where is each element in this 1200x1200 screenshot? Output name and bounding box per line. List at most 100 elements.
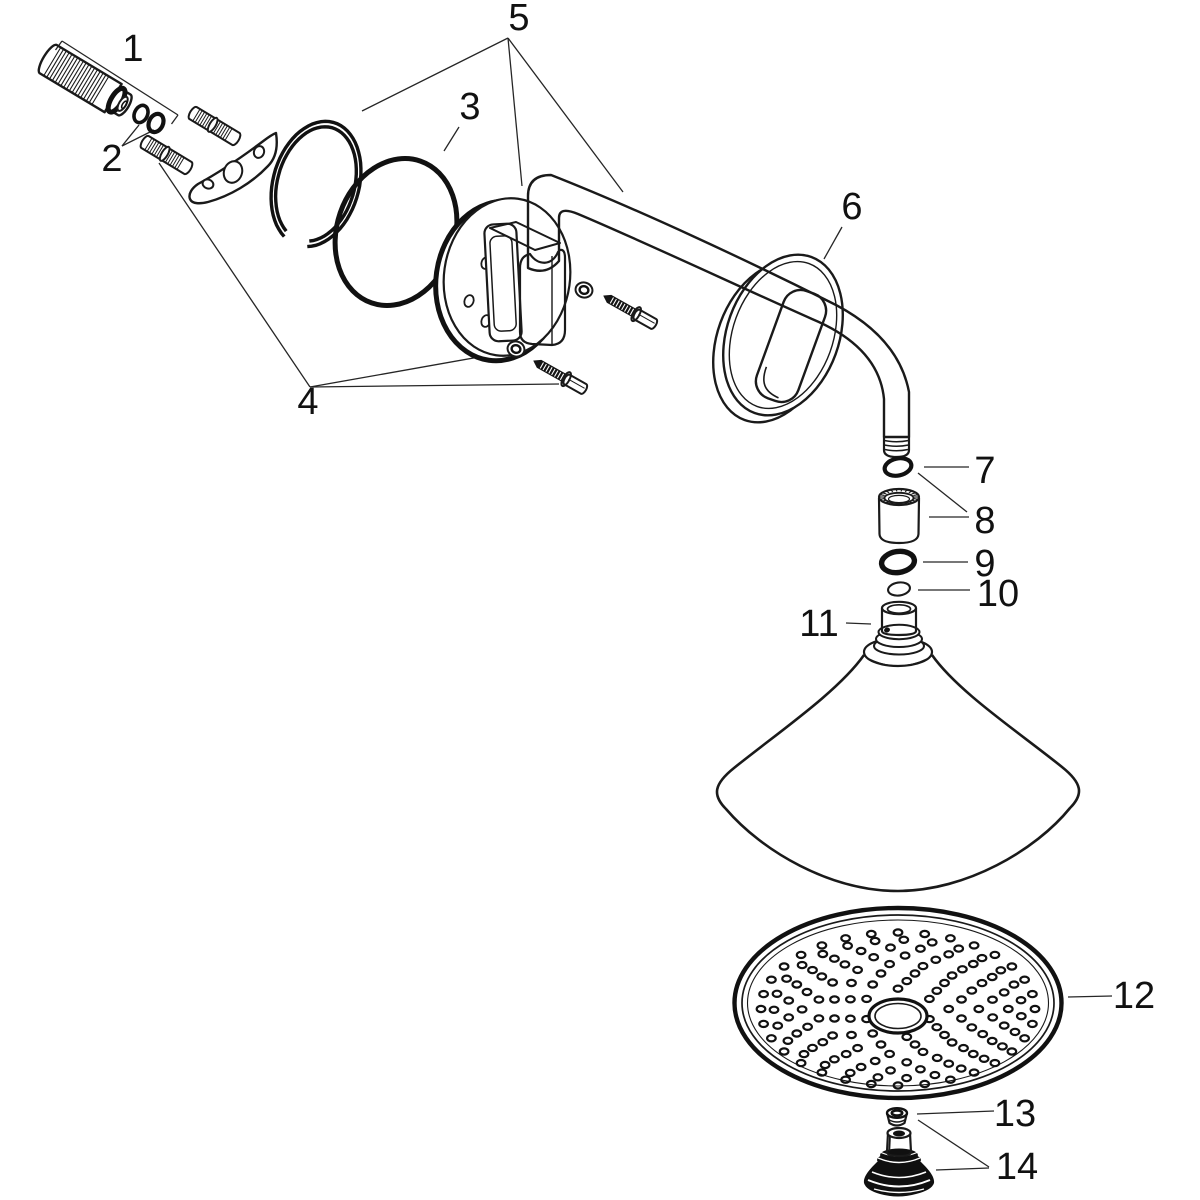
leader-part-13 (916, 1110, 995, 1115)
gasket-hole-center (222, 160, 244, 184)
arm-tip-thread-3 (884, 448, 909, 452)
escutcheon-bevel (728, 260, 838, 410)
stud-a-threads (192, 109, 233, 141)
wall-grommets (506, 281, 594, 358)
shower-head-body (715, 600, 1081, 893)
leader-part-1-tick-b (170, 114, 179, 125)
part-label-5: 5 (508, 0, 529, 39)
screw-lower-head (562, 373, 589, 395)
stud-a-collar (206, 116, 219, 133)
o-ring-7 (882, 456, 914, 478)
part-label-13: 13 (994, 1093, 1036, 1135)
leader-part-3 (443, 126, 460, 152)
stud-b-collar (158, 145, 171, 162)
nozzle-stem-hole (893, 1130, 905, 1137)
threaded-nipple (37, 43, 133, 117)
center-hole-outer (867, 997, 929, 1035)
washer-10 (887, 581, 911, 597)
o-ring-small-b (146, 111, 166, 135)
part-label-7: 7 (974, 450, 995, 492)
stud-b-threads (144, 138, 185, 170)
nozzle-insert-14 (863, 1126, 935, 1197)
leader-part-4-a (158, 162, 311, 388)
nozzle-stem (885, 1132, 913, 1158)
leader-part-1 (61, 40, 179, 116)
leader-part-5-b (507, 37, 523, 187)
part-label-8: 8 (974, 500, 995, 542)
screw-upper-head (632, 308, 659, 330)
mounting-studs (139, 105, 242, 176)
leader-part-12 (1067, 995, 1113, 998)
part-label-14: 14 (996, 1146, 1038, 1188)
seal-chain (877, 456, 921, 597)
grommet-upper (574, 281, 594, 299)
grommet-upper-inner (578, 284, 590, 296)
leader-part-5-c (507, 37, 624, 193)
sleeve-bore (887, 494, 911, 504)
escutcheon-hole-depth-line (763, 366, 779, 399)
spray-plate-rim-mid (741, 914, 1055, 1092)
split-ring-outer (269, 119, 363, 249)
leader-part-2-a (121, 124, 140, 147)
leader-part-8-a (917, 472, 968, 513)
clamp-block (518, 248, 567, 347)
o-ring-small-a (132, 103, 150, 125)
part-label-1: 1 (122, 28, 143, 70)
seal-cup-band (888, 1118, 906, 1123)
nozzle-base-stripe-3 (873, 1188, 925, 1194)
plate-hole-b (463, 294, 475, 308)
screw-upper-threads (609, 297, 635, 316)
leader-part-14-b (935, 1167, 990, 1171)
screw-lower-threads (539, 362, 565, 381)
leader-part-5-a (361, 37, 509, 112)
arm-tube (526, 173, 911, 439)
leader-lines (54, 37, 1113, 1171)
grommet-lower-inner (510, 343, 522, 355)
part-number-labels: 1 2 3 4 5 6 7 8 9 10 11 12 13 14 (101, 0, 1155, 1188)
connector-collar-1 (877, 623, 921, 641)
bracket-clamp (518, 248, 567, 347)
split-ring-inner (273, 125, 358, 243)
grommet-lower (506, 340, 526, 358)
seal-cup-13 (885, 1106, 909, 1127)
leader-part-6 (823, 226, 843, 260)
cone-shoulder-line (868, 658, 928, 667)
connector-bore (886, 603, 912, 615)
connector-cylinder (880, 608, 918, 637)
nozzle-base-stripe-2 (867, 1179, 931, 1188)
escutcheon (712, 253, 844, 424)
nipple-threads (43, 47, 109, 105)
inlet-connector-11 (873, 600, 925, 656)
stud-a-body (187, 105, 242, 147)
screw-upper-head-facet (638, 313, 655, 324)
arm-tip-thread-1 (884, 439, 909, 443)
gasket-outline (188, 131, 278, 205)
nozzle-flange-gap-1 (877, 1157, 921, 1164)
part-label-4: 4 (297, 381, 318, 423)
stud-b-body (139, 134, 194, 176)
bracket-plate-inner (489, 235, 517, 332)
split-retaining-ring (269, 119, 363, 249)
o-ring-9 (878, 548, 918, 576)
wood-screws (533, 294, 659, 395)
nozzle-base-stripe-1 (871, 1171, 927, 1179)
small-o-rings (132, 103, 166, 135)
grommet-lower-outer (506, 340, 526, 358)
sleeve-body (877, 497, 921, 545)
sleeve-nut-8 (877, 487, 921, 545)
spray-plate-rim-inner (746, 919, 1050, 1087)
connector-notch (884, 627, 890, 633)
arm-tip-thread-2 (884, 444, 909, 447)
seal-cup-body (885, 1112, 909, 1127)
center-hole-inner (874, 1002, 922, 1030)
leader-part-4-c (309, 383, 560, 388)
nipple-bore (120, 100, 128, 110)
part-label-6: 6 (841, 186, 862, 228)
gasket-plate (188, 131, 278, 205)
seal-cup-hole (890, 1109, 904, 1117)
grommet-upper-outer (574, 281, 594, 299)
part-label-11: 11 (799, 603, 838, 645)
leader-part-14-a (917, 1119, 990, 1168)
part-label-2: 2 (101, 138, 122, 180)
